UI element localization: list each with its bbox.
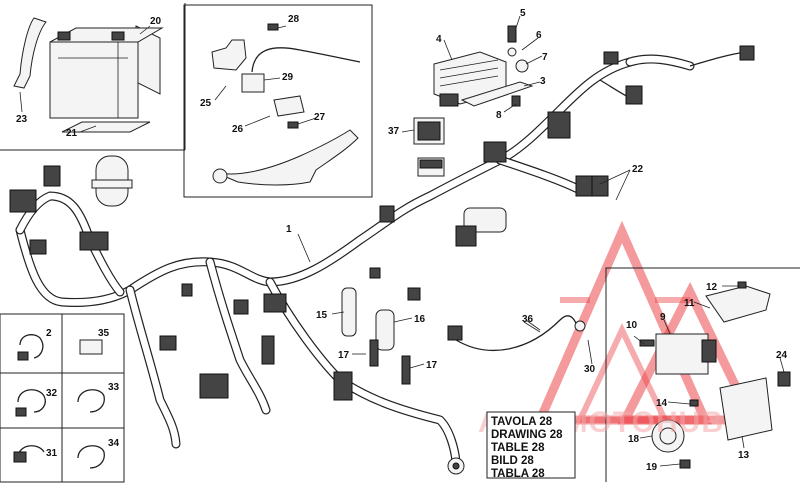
callout-37: 37: [388, 126, 400, 137]
drawing-table-label: TAVOLA 28 DRAWING 28 TABLE 28 BILD 28 TA…: [486, 411, 576, 480]
callout-34: 34: [108, 438, 120, 449]
table-label-line-1: TAVOLA 28: [491, 416, 553, 428]
callout-2: 2: [46, 328, 52, 339]
callout-21: 21: [66, 128, 78, 139]
callout-11: 11: [684, 298, 695, 309]
spark-plug-caps: [341, 207, 586, 385]
battery-strap: [13, 17, 47, 89]
callout-9: 9: [660, 312, 666, 323]
callout-14: 14: [656, 398, 668, 409]
callout-29: 29: [282, 72, 294, 83]
callout-7: 7: [542, 52, 548, 63]
callout-28: 28: [288, 14, 300, 25]
callout-23: 23: [16, 114, 28, 125]
callout-16: 16: [414, 314, 426, 325]
table-label-line-3: TABLE 28: [491, 442, 545, 454]
horn-relay-group: [639, 281, 791, 469]
callout-17-left: 17: [338, 350, 350, 361]
callout-15: 15: [316, 310, 328, 321]
callout-25: 25: [200, 98, 212, 109]
frames: [0, 3, 800, 483]
callout-19: 19: [646, 462, 658, 473]
wiring-harness: [9, 45, 755, 475]
leader-lines: [19, 15, 785, 467]
callout-35: 35: [98, 328, 110, 339]
callout-18: 18: [628, 434, 640, 445]
battery: [13, 17, 164, 133]
callout-27: 27: [314, 112, 326, 123]
callout-labels: 1 2 3 4 5 6 7 8 9 10 11 12 13 14 15 16 1…: [16, 8, 788, 473]
table-label-line-5: TABLA 28: [491, 468, 545, 480]
callout-17-right: 17: [426, 360, 438, 371]
callout-8: 8: [496, 110, 502, 121]
callout-26: 26: [232, 124, 244, 135]
callout-3: 3: [540, 76, 546, 87]
callout-12: 12: [706, 282, 718, 293]
callout-24: 24: [776, 350, 788, 361]
clamps-inset: [13, 334, 105, 469]
callout-13: 13: [738, 450, 750, 461]
bracket-lever: [213, 129, 359, 186]
callout-31: 31: [46, 448, 58, 459]
regulator: [433, 25, 534, 107]
battery-pad: [61, 121, 151, 133]
callout-5: 5: [520, 8, 526, 19]
callout-30: 30: [584, 364, 596, 375]
callout-22: 22: [632, 164, 644, 175]
relay-37: [413, 117, 445, 177]
callout-32: 32: [46, 388, 58, 399]
frame-inset-top: [183, 4, 373, 198]
table-label-line-2: DRAWING 28: [491, 429, 563, 441]
callout-4: 4: [436, 34, 442, 45]
callout-1: 1: [286, 224, 292, 235]
callout-36: 36: [522, 314, 534, 325]
callout-10: 10: [626, 320, 638, 331]
callout-33: 33: [108, 382, 120, 393]
callout-20: 20: [150, 16, 162, 27]
frame-horn-relay: [605, 267, 800, 482]
callout-6: 6: [536, 30, 542, 41]
table-label-line-4: BILD 28: [491, 455, 534, 467]
sensor-assembly: [211, 23, 361, 186]
